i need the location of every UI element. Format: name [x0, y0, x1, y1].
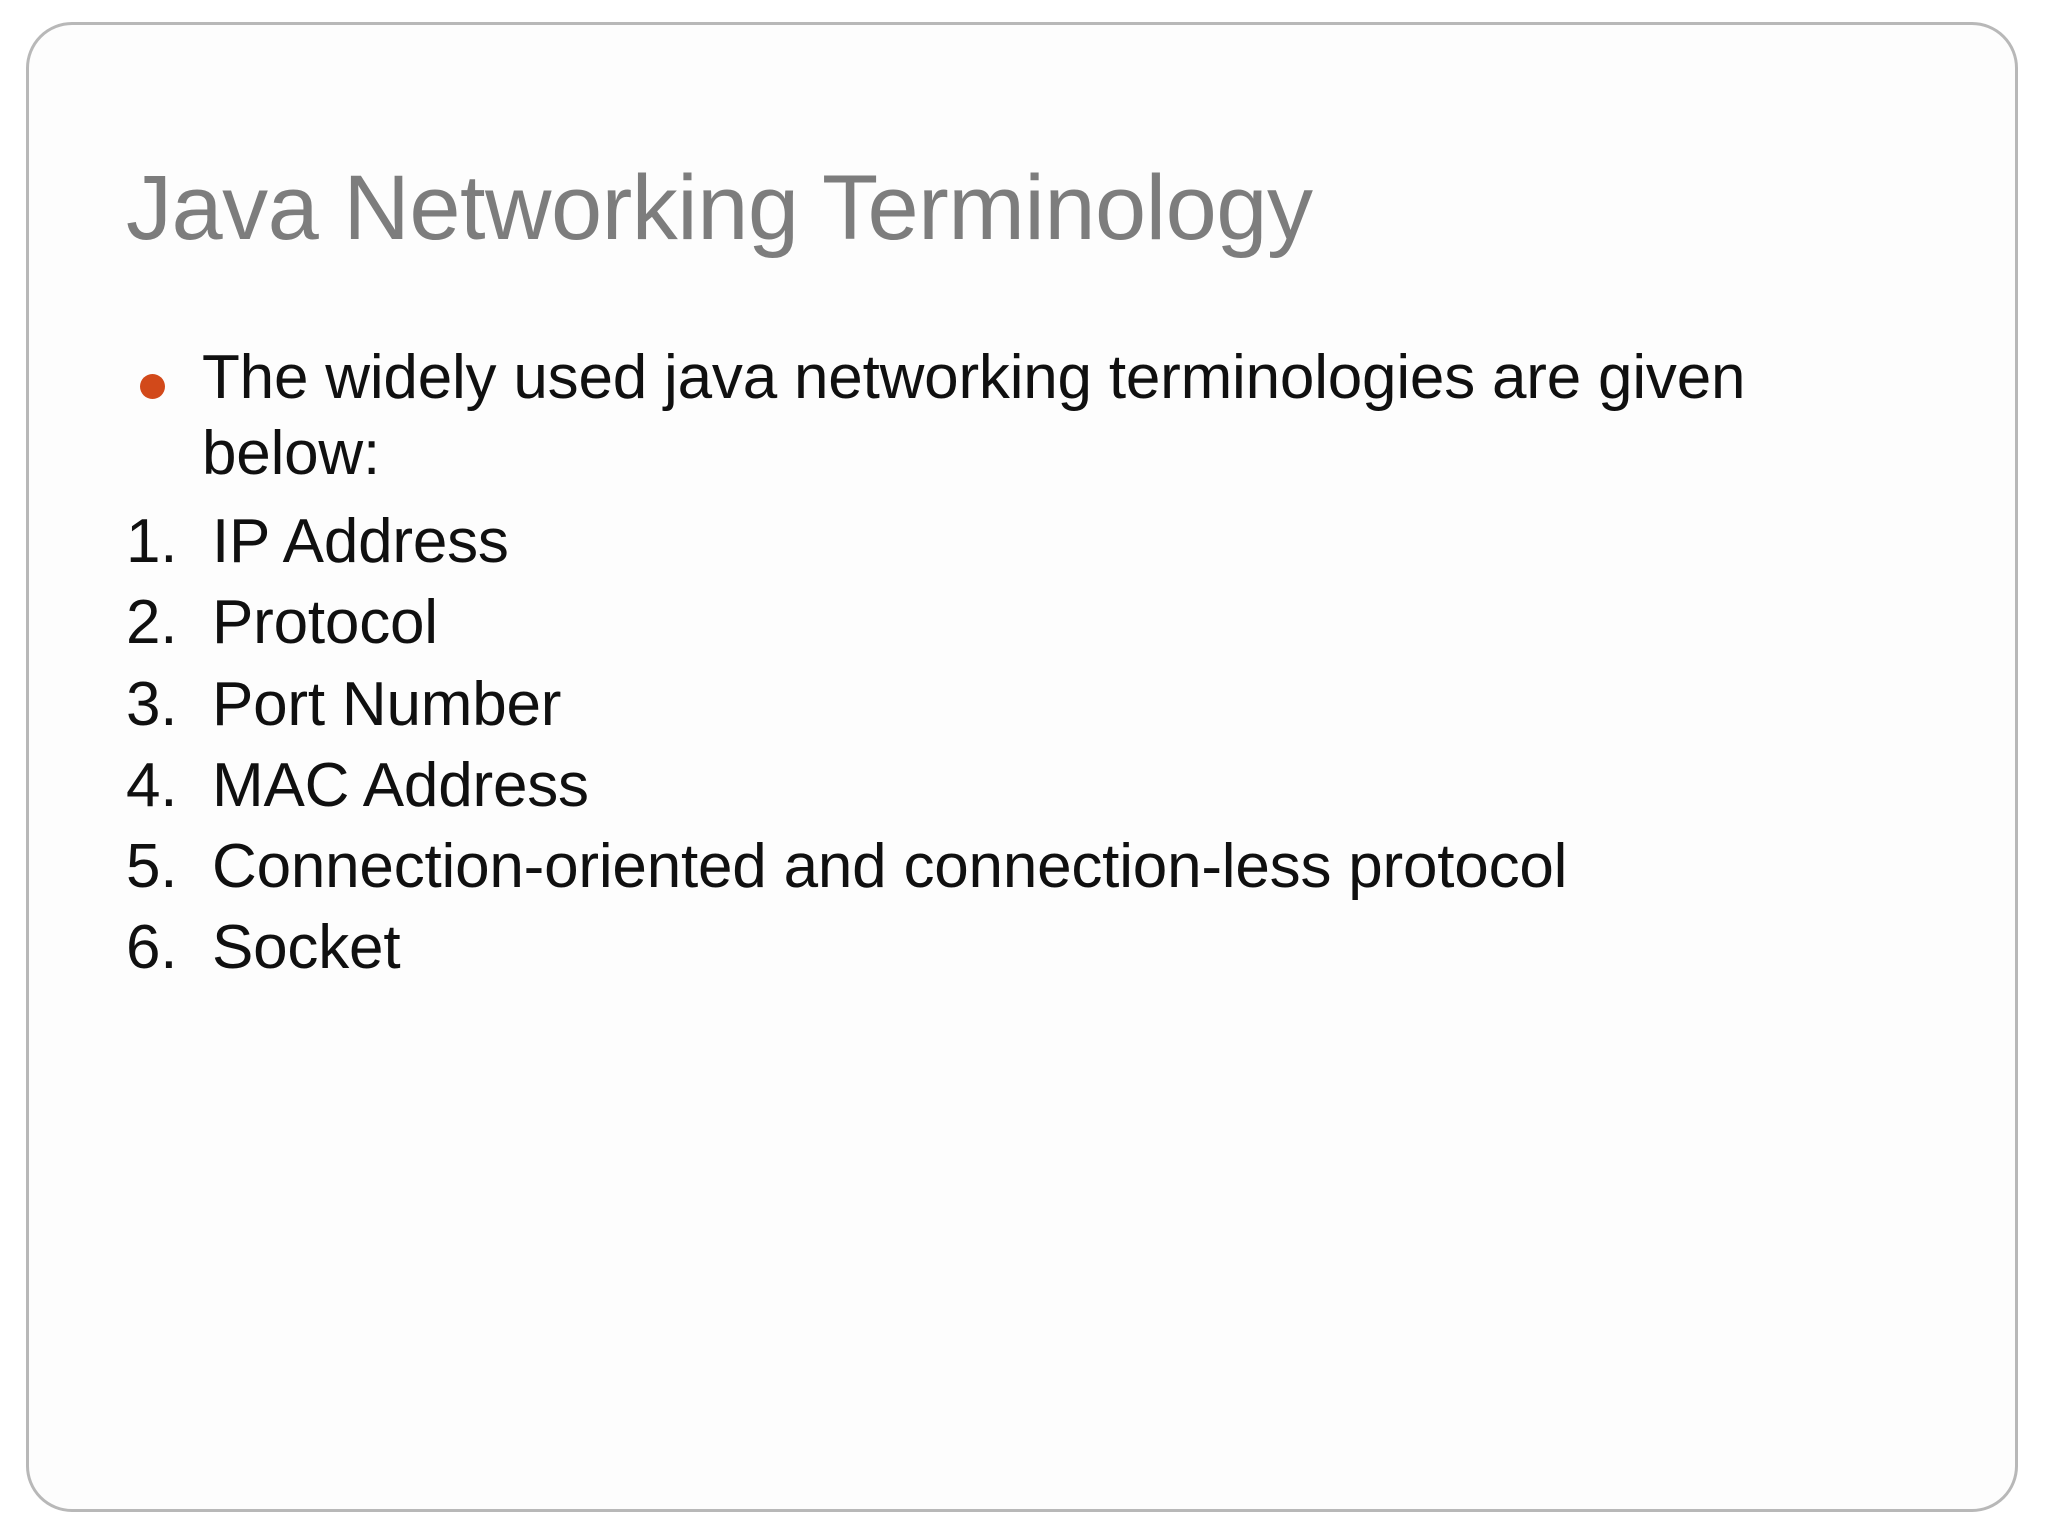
- list-item: The widely used java networking terminol…: [126, 340, 1916, 491]
- list-item-number: 5.: [126, 832, 178, 902]
- page-title: Java Networking Terminology: [126, 157, 1313, 259]
- list-item-label: Port Number: [212, 669, 562, 739]
- list-item: 6. Socket: [126, 907, 1916, 988]
- list-item: 3. Port Number: [126, 664, 1916, 745]
- list-item: 2. Protocol: [126, 582, 1916, 663]
- list-item-label: MAC Address: [212, 750, 589, 820]
- slide-body: The widely used java networking terminol…: [126, 340, 1916, 989]
- list-item-number: 1.: [126, 507, 178, 577]
- list-item-number: 6.: [126, 913, 178, 983]
- list-item-label: Connection-oriented and connection-less …: [212, 832, 1568, 902]
- list-item: 1. IP Address: [126, 501, 1916, 582]
- list-item-label: Socket: [212, 913, 401, 983]
- list-item-label: IP Address: [212, 507, 509, 577]
- numbered-list: 1. IP Address 2. Protocol 3. Port Number 4.…: [126, 501, 1916, 988]
- bullet-dot-icon: [140, 374, 165, 399]
- list-item-label: Protocol: [212, 588, 438, 658]
- list-item: 5. Connection-oriented and connection-les…: [126, 826, 1916, 907]
- list-item-number: 4.: [126, 750, 178, 820]
- bullet-item-label: The widely used java networking terminol…: [202, 343, 1746, 488]
- slide-border-frame: [26, 22, 2018, 1512]
- list-item: 4. MAC Address: [126, 745, 1916, 826]
- list-item-number: 3.: [126, 669, 178, 739]
- list-item-number: 2.: [126, 588, 178, 658]
